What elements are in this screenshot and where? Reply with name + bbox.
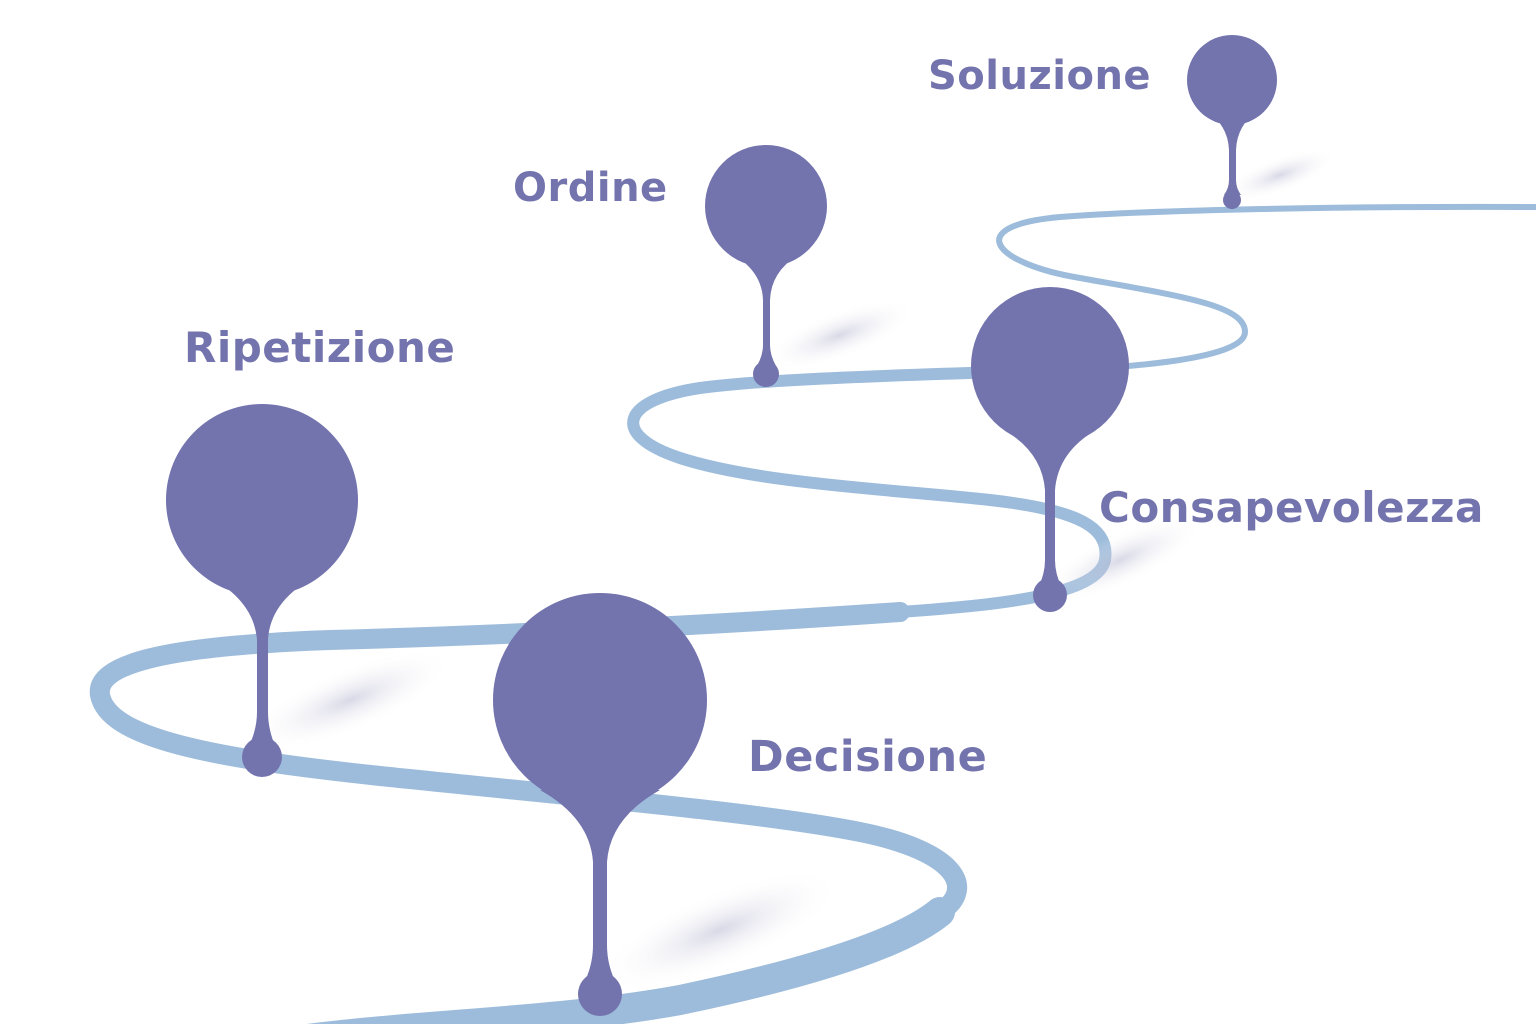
pin-shadow: [247, 649, 453, 751]
milestone-label-soluzione: Soluzione: [928, 53, 1152, 99]
map-pin-icon: [493, 593, 707, 1016]
map-pin-icon: [1187, 35, 1277, 209]
pin-shadow: [764, 299, 916, 371]
road-segment-top: [996, 203, 1536, 375]
milestone-label-decisione: Decisione: [748, 732, 988, 782]
pin-shadows: [247, 148, 1337, 991]
milestone-label-ripetizione: Ripetizione: [184, 323, 456, 372]
pin-shadow: [598, 869, 842, 991]
map-pin-icon: [971, 287, 1129, 612]
map-pin-icon: [166, 404, 358, 777]
map-pin-icon: [705, 145, 827, 387]
pins: [166, 35, 1277, 1016]
milestone-label-ordine: Ordine: [513, 165, 668, 211]
road-segment-bottom: [291, 897, 955, 1028]
pin-shadow: [1223, 148, 1337, 202]
milestone-label-consapevolezza: Consapevolezza: [1099, 483, 1484, 532]
pin-shadow: [1037, 515, 1203, 605]
road-segment-middle: [89, 602, 967, 922]
